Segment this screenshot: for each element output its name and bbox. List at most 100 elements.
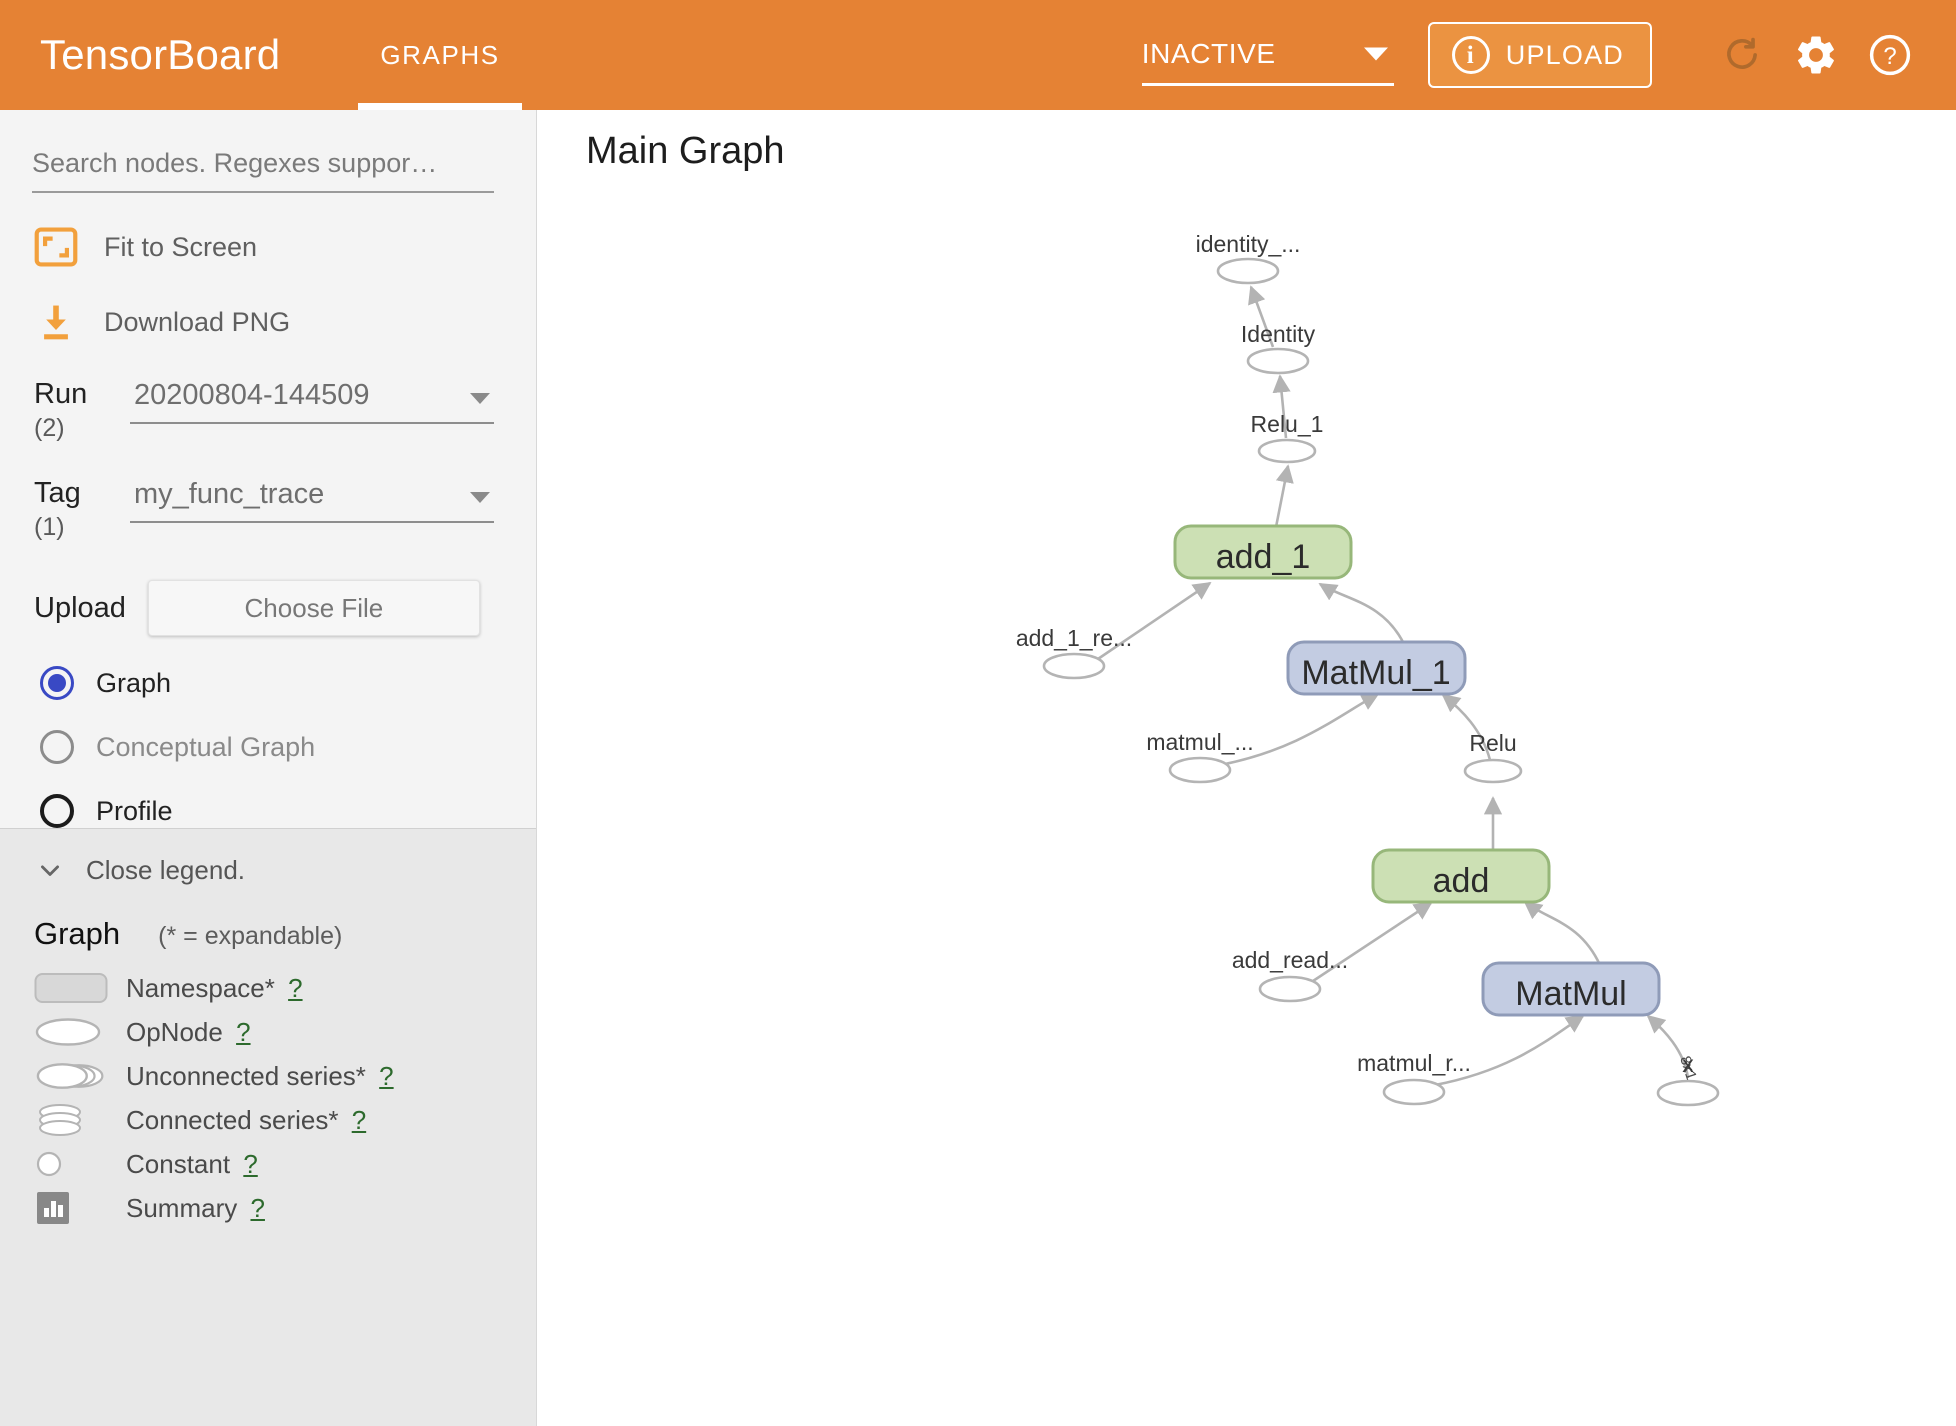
- edge-label-shape: 8x1: [1676, 1054, 1700, 1082]
- graph-canvas[interactable]: Main Graph: [538, 110, 1956, 1426]
- edge-identity-to-identity-out: [1248, 285, 1275, 348]
- legend-item-constant: Constant ?: [34, 1142, 536, 1186]
- opnode-ellipse: [1216, 257, 1280, 285]
- legend-label-unconnected-series: Unconnected series* ?: [126, 1060, 394, 1091]
- edge-matmul-to-add: [1523, 900, 1602, 966]
- edge-relu1-to-identity: [1272, 374, 1291, 439]
- graph-node-matmul[interactable]: MatMul: [1481, 961, 1661, 1017]
- help-link[interactable]: ?: [236, 1016, 251, 1047]
- graph-node-relu[interactable]: Relu: [1463, 730, 1523, 784]
- search-input[interactable]: [32, 148, 494, 193]
- close-legend-button[interactable]: Close legend.: [36, 855, 536, 886]
- gear-icon[interactable]: [1788, 27, 1844, 83]
- graph-box-nodes: add_1 MatMul_1 add MatMul: [1173, 524, 1661, 1017]
- upload-button[interactable]: i UPLOAD: [1427, 22, 1652, 88]
- node-label: MatMul: [1515, 975, 1626, 1013]
- help-link[interactable]: ?: [250, 1192, 265, 1223]
- download-icon: [44, 305, 68, 340]
- upload-row: Upload Choose File: [34, 580, 536, 637]
- legend-item-opnode: OpNode ?: [34, 1010, 536, 1054]
- node-label: add: [1433, 862, 1490, 900]
- graph-node-identity-out[interactable]: identity_...: [1196, 231, 1301, 285]
- run-count: (2): [34, 414, 65, 443]
- graph-node-add[interactable]: add: [1371, 848, 1551, 904]
- graph-node-add-1[interactable]: add_1: [1173, 524, 1353, 580]
- refresh-icon[interactable]: [1714, 27, 1770, 83]
- graph-title: Main Graph: [586, 130, 785, 172]
- help-link[interactable]: ?: [288, 972, 303, 1003]
- run-select[interactable]: 20200804-144509: [130, 379, 494, 424]
- node-label: add_1_re...: [1016, 625, 1132, 651]
- app-title: TensorBoard: [40, 31, 281, 78]
- upload-button-label: UPLOAD: [1505, 39, 1624, 70]
- graph-node-relu-1[interactable]: Relu_1: [1251, 411, 1324, 464]
- graph-type-label-conceptual: Conceptual Graph: [96, 731, 316, 762]
- node-box: [1371, 848, 1551, 904]
- graph-op-nodes: identity_... Identity Relu_1 add_1_re...…: [1016, 231, 1720, 1107]
- graph-type-option-profile[interactable]: Profile: [40, 794, 536, 829]
- tag-select-value: my_func_trace: [134, 477, 325, 510]
- fit-to-screen-button[interactable]: Fit to Screen: [34, 227, 536, 267]
- legend-item-namespace: Namespace* ?: [34, 966, 536, 1010]
- edge-x-to-matmul: [1646, 1014, 1690, 1079]
- connected-series-glyph-icon: [34, 1101, 118, 1139]
- app-header: TensorBoard GRAPHS INACTIVE i UPLOAD: [0, 0, 1956, 110]
- legend-item-connected-series: Connected series* ?: [34, 1098, 536, 1142]
- opnode-ellipse: [1246, 347, 1310, 375]
- graph-type-option-conceptual: Conceptual Graph: [40, 730, 536, 765]
- chevron-down-icon: [41, 865, 59, 876]
- help-link[interactable]: ?: [379, 1060, 394, 1091]
- constant-glyph-icon: [34, 1147, 118, 1181]
- graph-node-x[interactable]: x: [1656, 1051, 1720, 1107]
- legend-label-summary: Summary ?: [126, 1192, 265, 1223]
- choose-file-button[interactable]: Choose File: [147, 580, 480, 637]
- sidebar: Fit to Screen Download PNG Run (2) 20200…: [0, 110, 537, 1426]
- fit-to-screen-icon: [34, 227, 78, 267]
- graph-svg[interactable]: 8x1 identity_... Identity Relu_1 add_1_r…: [538, 110, 1956, 1426]
- tab-bar: GRAPHS: [358, 0, 523, 110]
- legend-label-connected-series: Connected series* ?: [126, 1104, 367, 1135]
- node-label: x: [1682, 1051, 1694, 1077]
- run-label: Run: [34, 378, 88, 410]
- legend-item-summary: Summary ?: [34, 1186, 536, 1230]
- opnode-ellipse: [1042, 652, 1106, 680]
- help-icon[interactable]: ?: [1862, 27, 1918, 83]
- node-box: [1481, 961, 1661, 1017]
- edge-add1read-to-add1: [1094, 581, 1212, 663]
- tag-count: (1): [34, 513, 65, 542]
- help-link[interactable]: ?: [243, 1148, 258, 1179]
- opnode-ellipse: [1656, 1079, 1720, 1107]
- help-link[interactable]: ?: [351, 1104, 367, 1135]
- graph-node-identity[interactable]: Identity: [1241, 321, 1316, 375]
- tag-selector-row: Tag (1) my_func_trace: [34, 476, 536, 542]
- tag-select[interactable]: my_func_trace: [130, 478, 494, 523]
- radio-graph: [40, 666, 74, 701]
- summary-glyph-icon: [34, 1190, 118, 1226]
- graph-node-matmul-read-1[interactable]: matmul_...: [1146, 729, 1254, 784]
- graph-node-add-read[interactable]: add_read...: [1232, 947, 1348, 1003]
- download-png-button[interactable]: Download PNG: [34, 301, 536, 343]
- chevron-down-icon: [1363, 47, 1388, 60]
- graph-type-option-graph[interactable]: Graph: [40, 666, 536, 701]
- legend-label-opnode: OpNode ?: [126, 1016, 251, 1047]
- chevron-down-icon: [470, 393, 490, 404]
- radio-profile: [40, 794, 74, 829]
- tag-label-group: Tag (1): [34, 476, 130, 542]
- legend-label-namespace: Namespace* ?: [126, 972, 303, 1003]
- tab-graphs[interactable]: GRAPHS: [358, 0, 523, 110]
- run-status-dropdown[interactable]: INACTIVE: [1141, 24, 1394, 86]
- node-label: Relu_1: [1251, 411, 1324, 437]
- legend-item-list: Namespace* ? OpNode ?: [0, 966, 536, 1230]
- node-label: Relu: [1469, 730, 1516, 756]
- node-label: MatMul_1: [1301, 654, 1450, 692]
- legend-header: Graph (* = expandable): [34, 916, 536, 952]
- graph-node-matmul-1[interactable]: MatMul_1: [1286, 640, 1467, 696]
- legend-item-unconnected-series: Unconnected series* ?: [34, 1054, 536, 1098]
- run-status-value: INACTIVE: [1141, 37, 1276, 69]
- graph-node-matmul-read[interactable]: matmul_r...: [1357, 1050, 1471, 1106]
- graph-node-add-1-read[interactable]: add_1_re...: [1016, 625, 1132, 680]
- opnode-ellipse: [1382, 1078, 1446, 1106]
- svg-text:?: ?: [1883, 43, 1896, 70]
- tag-label: Tag: [34, 476, 81, 509]
